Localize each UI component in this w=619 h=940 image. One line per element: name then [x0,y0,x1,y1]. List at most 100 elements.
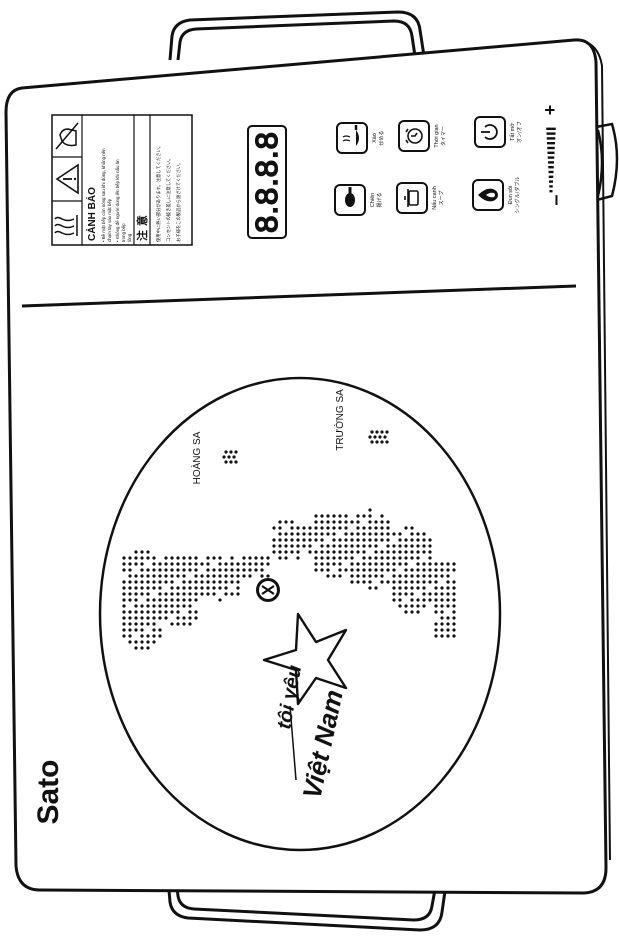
map-dot [350,544,354,548]
map-dot [206,586,210,590]
fry-button[interactable]: Chiên 揚げる [334,184,383,216]
map-dot [350,580,354,584]
map-dot [278,532,282,536]
map-dot [404,538,408,542]
alarm-clock-icon [405,128,423,144]
map-dot [146,634,150,638]
map-dot [386,562,390,566]
map-dot [446,568,450,572]
map-dot [230,574,234,578]
map-dot [134,610,138,614]
map-dot [332,544,336,548]
map-dot [362,538,366,542]
map-dot [386,520,390,524]
map-dot [320,562,324,566]
map-dot [182,586,186,590]
warning-title: CẢNH BÁO [85,187,98,241]
map-dot [164,604,168,608]
map-dot [314,562,318,566]
map-dot [350,562,354,566]
fry-label: Chiên [370,193,376,207]
map-dot [206,574,210,578]
map-dot [308,538,312,542]
map-dot [428,574,432,578]
map-dot [272,550,276,554]
warning-line-1: • Bề mặt bếp còn nóng sau khi dùng, khôn… [101,148,106,242]
map-dot [146,598,150,602]
map-dot [260,556,264,560]
map-dot [134,556,138,560]
map-dot [194,592,198,596]
map-dot [152,622,156,626]
map-dot [206,580,210,584]
slider-bar [548,166,554,169]
map-dot [422,574,426,578]
map-dot [428,550,432,554]
island-dot [224,450,228,454]
map-dot [326,556,330,560]
map-dot [356,544,360,548]
map-dot [338,526,342,530]
map-dot [224,592,228,596]
map-dot [404,550,408,554]
map-dot [404,586,408,590]
map-dot [164,598,168,602]
map-dot [452,622,456,626]
stir-fry-button[interactable]: Xào 炒める [336,122,385,154]
map-dot [326,544,330,548]
power-level-slider[interactable]: – + [540,105,567,206]
map-dot [218,568,222,572]
map-dot [410,598,414,602]
map-dot [182,616,186,620]
map-dot [122,634,126,638]
soup-label: Nấu canh [432,186,438,210]
map-dot [140,562,144,566]
map-dot [248,562,252,566]
map-dot [308,544,312,548]
power-button[interactable]: Tắt mở オン/オフ [474,116,523,148]
map-dot [416,598,420,602]
map-dot [152,604,156,608]
map-dot [152,640,156,644]
map-dot [140,580,144,584]
map-dot [410,574,414,578]
top-handle [168,10,426,61]
map-dot [440,568,444,572]
map-dot [380,514,384,518]
map-dot [368,580,372,584]
map-dot [392,544,396,548]
soup-button[interactable]: Nấu canh スープ [396,182,445,214]
map-dot [230,556,234,560]
map-dot [194,610,198,614]
map-dot [356,532,360,536]
map-dot [128,610,132,614]
map-dot [248,574,252,578]
map-dot [212,586,216,590]
vietnam-dot-map [122,508,456,650]
map-dot [200,586,204,590]
map-dot [446,622,450,626]
map-dot [416,586,420,590]
map-dot [362,562,366,566]
map-dot [308,532,312,536]
map-dot [428,568,432,572]
map-dot [212,556,216,560]
boil-button[interactable]: Đun sôi シングル/ダブル [472,177,521,214]
map-dot [404,610,408,614]
timer-button[interactable]: Thời gian タイマー [398,120,447,152]
map-dot [374,586,378,590]
map-dot [332,550,336,554]
map-dot [176,592,180,596]
slider-bar [547,146,555,150]
map-dot [434,592,438,596]
map-dot [356,526,360,530]
map-dot [266,562,270,566]
map-dot [398,592,402,596]
map-dot [140,592,144,596]
map-dot [374,520,378,524]
map-dot [428,592,432,596]
map-dot [440,586,444,590]
map-dot [158,604,162,608]
map-dot [368,556,372,560]
wok-icon [342,125,359,146]
